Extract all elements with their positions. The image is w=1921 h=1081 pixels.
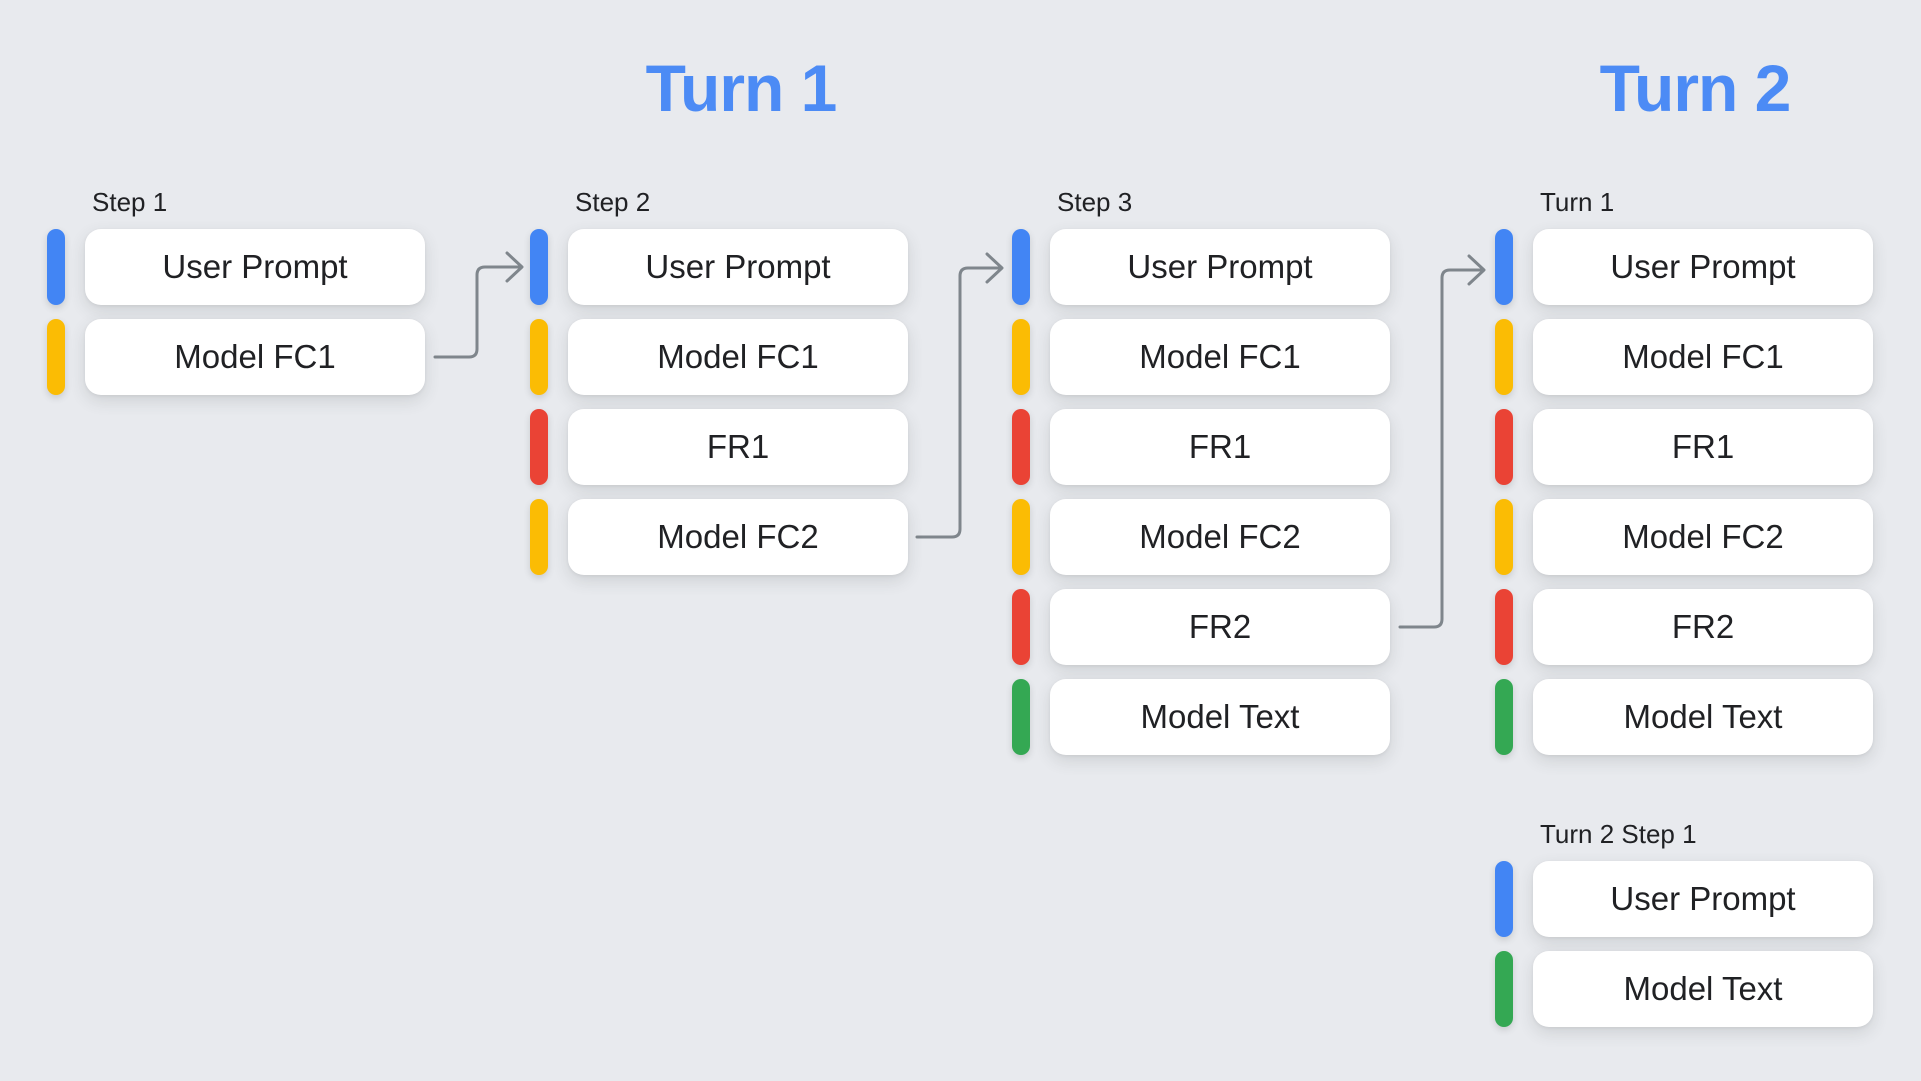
- arrow-step2-to-step3: [915, 252, 1004, 539]
- message-row: Model Text: [1495, 951, 1893, 1027]
- group-step-2: Step 2 User Prompt Model FC1 FR1 Model F…: [530, 186, 928, 575]
- message-row: Model FC2: [530, 499, 928, 575]
- message-row: Model FC1: [1495, 319, 1893, 395]
- message-row: FR2: [1012, 589, 1410, 665]
- message-row: Model FC2: [1495, 499, 1893, 575]
- function-response-color-bar: [530, 409, 548, 485]
- message-row: Model FC1: [1012, 319, 1410, 395]
- message-card: User Prompt: [1050, 229, 1390, 305]
- user-color-bar: [1012, 229, 1030, 305]
- function-response-color-bar: [1012, 589, 1030, 665]
- card-list: User Prompt Model Text: [1495, 861, 1893, 1027]
- message-card: User Prompt: [85, 229, 425, 305]
- card-list: User Prompt Model FC1 FR1 Model FC2 FR2 …: [1012, 229, 1410, 755]
- message-card: Model FC2: [568, 499, 908, 575]
- message-card: FR2: [1533, 589, 1873, 665]
- model-fc-color-bar: [1495, 319, 1513, 395]
- message-card: FR1: [568, 409, 908, 485]
- message-row: User Prompt: [1012, 229, 1410, 305]
- message-card: Model FC2: [1050, 499, 1390, 575]
- card-list: User Prompt Model FC1 FR1 Model FC2 FR2 …: [1495, 229, 1893, 755]
- user-color-bar: [1495, 229, 1513, 305]
- turn-1-heading: Turn 1: [645, 51, 838, 125]
- model-fc-color-bar: [530, 499, 548, 575]
- model-text-color-bar: [1495, 679, 1513, 755]
- message-row: User Prompt: [1495, 229, 1893, 305]
- user-color-bar: [47, 229, 65, 305]
- group-turn-2-step-1: Turn 2 Step 1 User Prompt Model Text: [1495, 818, 1893, 1027]
- model-text-color-bar: [1012, 679, 1030, 755]
- message-card: User Prompt: [1533, 861, 1873, 937]
- message-row: FR1: [530, 409, 928, 485]
- group-step-3: Step 3 User Prompt Model FC1 FR1 Model F…: [1012, 186, 1410, 755]
- message-row: User Prompt: [530, 229, 928, 305]
- message-row: Model FC2: [1012, 499, 1410, 575]
- message-card: Model FC1: [85, 319, 425, 395]
- message-row: FR1: [1012, 409, 1410, 485]
- arrow-step1-to-step2: [433, 251, 524, 359]
- card-list: User Prompt Model FC1: [47, 229, 445, 395]
- message-row: Model Text: [1495, 679, 1893, 755]
- message-card: FR1: [1533, 409, 1873, 485]
- group-step-1: Step 1 User Prompt Model FC1: [47, 186, 445, 395]
- model-fc-color-bar: [1012, 319, 1030, 395]
- message-card: FR2: [1050, 589, 1390, 665]
- function-response-color-bar: [1012, 409, 1030, 485]
- message-row: FR1: [1495, 409, 1893, 485]
- message-row: Model Text: [1012, 679, 1410, 755]
- message-card: Model FC1: [1050, 319, 1390, 395]
- model-fc-color-bar: [530, 319, 548, 395]
- group-label: Turn 1: [1540, 187, 1615, 217]
- message-card: User Prompt: [568, 229, 908, 305]
- model-fc-color-bar: [1495, 499, 1513, 575]
- arrow-step3-to-turn2: [1398, 254, 1486, 629]
- message-row: FR2: [1495, 589, 1893, 665]
- group-label: Step 3: [1057, 187, 1133, 217]
- message-card: FR1: [1050, 409, 1390, 485]
- user-color-bar: [1495, 861, 1513, 937]
- message-card: User Prompt: [1533, 229, 1873, 305]
- model-text-color-bar: [1495, 951, 1513, 1027]
- message-row: User Prompt: [47, 229, 445, 305]
- message-card: Model Text: [1533, 951, 1873, 1027]
- function-response-color-bar: [1495, 409, 1513, 485]
- message-card: Model Text: [1533, 679, 1873, 755]
- user-color-bar: [530, 229, 548, 305]
- function-response-color-bar: [1495, 589, 1513, 665]
- model-fc-color-bar: [47, 319, 65, 395]
- message-card: Model FC2: [1533, 499, 1873, 575]
- card-list: User Prompt Model FC1 FR1 Model FC2: [530, 229, 928, 575]
- group-label: Turn 2 Step 1: [1540, 819, 1697, 849]
- message-row: Model FC1: [47, 319, 445, 395]
- group-label: Step 2: [575, 187, 651, 217]
- message-row: User Prompt: [1495, 861, 1893, 937]
- message-row: Model FC1: [530, 319, 928, 395]
- group-label: Step 1: [92, 187, 168, 217]
- turn-2-heading: Turn 2: [1599, 51, 1792, 125]
- message-card: Model FC1: [568, 319, 908, 395]
- message-card: Model Text: [1050, 679, 1390, 755]
- group-turn-1-history: Turn 1 User Prompt Model FC1 FR1 Model F…: [1495, 186, 1893, 755]
- message-card: Model FC1: [1533, 319, 1873, 395]
- model-fc-color-bar: [1012, 499, 1030, 575]
